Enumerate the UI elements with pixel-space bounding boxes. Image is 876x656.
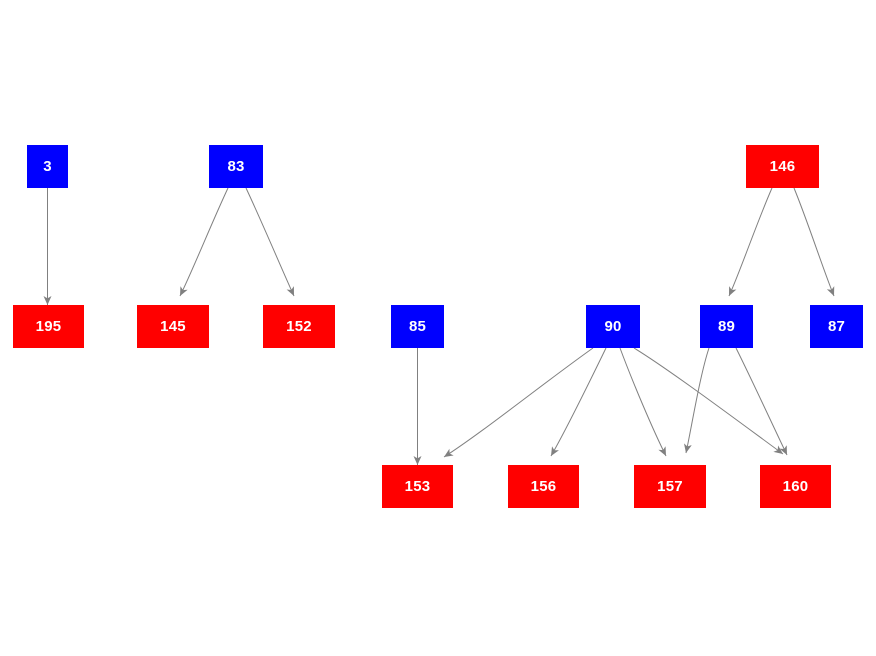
graph-node-label: 160 — [782, 478, 809, 495]
graph-node-145[interactable]: 145 — [137, 305, 209, 348]
graph-edge — [683, 347, 710, 454]
graph-node-label: 152 — [286, 318, 312, 335]
graph-node-3[interactable]: 3 — [27, 145, 68, 188]
graph-edge — [550, 347, 607, 457]
graph-node-label: 146 — [769, 158, 796, 175]
graph-node-85[interactable]: 85 — [391, 305, 444, 348]
graph-node-90[interactable]: 90 — [586, 305, 640, 348]
graph-node-87[interactable]: 87 — [810, 305, 863, 348]
graph-node-label: 195 — [35, 318, 62, 335]
graph-node-label: 89 — [717, 318, 736, 335]
graph-node-label: 157 — [657, 478, 683, 495]
graph-node-83[interactable]: 83 — [209, 145, 263, 188]
graph-edge — [179, 187, 229, 297]
graph-node-153[interactable]: 153 — [382, 465, 453, 508]
graph-edge — [245, 187, 295, 297]
graph-node-label: 156 — [530, 478, 557, 495]
graph-edge — [735, 347, 788, 456]
graph-node-label: 153 — [404, 478, 431, 495]
graph-edge — [633, 347, 784, 455]
graph-node-146[interactable]: 146 — [746, 145, 819, 188]
graph-edge — [443, 347, 594, 458]
graph-node-152[interactable]: 152 — [263, 305, 335, 348]
graph-node-label: 145 — [160, 318, 186, 335]
graph-node-156[interactable]: 156 — [508, 465, 579, 508]
graph-node-label: 87 — [827, 318, 846, 335]
graph-edge — [619, 347, 667, 457]
graph-edge — [728, 187, 773, 297]
graph-node-195[interactable]: 195 — [13, 305, 84, 348]
graph-node-label: 83 — [227, 158, 245, 175]
graph-edge — [793, 187, 835, 297]
graph-node-89[interactable]: 89 — [700, 305, 753, 348]
graph-node-157[interactable]: 157 — [634, 465, 706, 508]
graph-node-label: 85 — [408, 318, 427, 335]
graph-node-160[interactable]: 160 — [760, 465, 831, 508]
graph-node-label: 3 — [43, 158, 52, 175]
graph-node-label: 90 — [604, 318, 622, 335]
